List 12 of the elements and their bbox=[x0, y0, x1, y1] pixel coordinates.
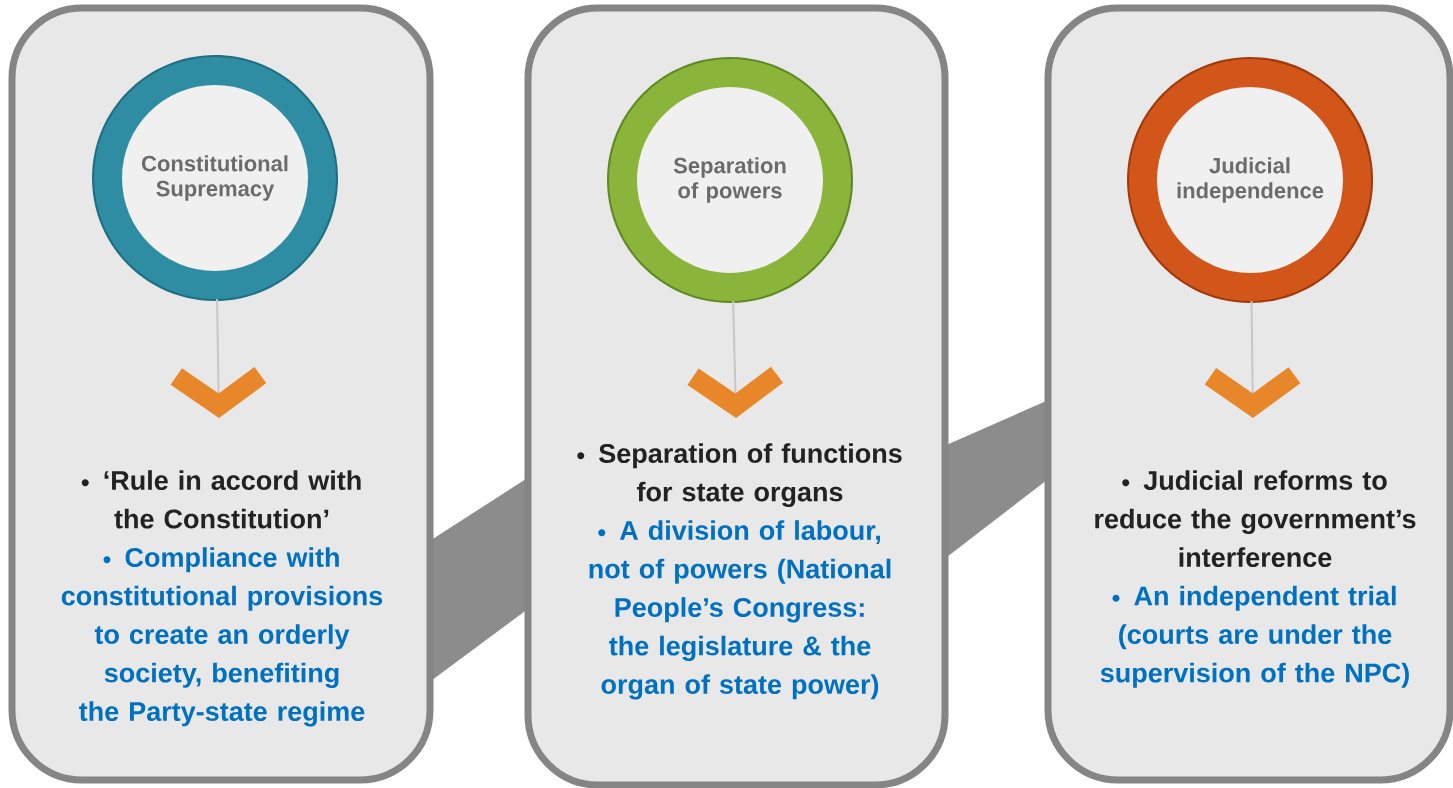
node-label: ‘Rule in accord with the Constitution’ bbox=[104, 470, 361, 529]
node-label: A division of labour, not of powers (National People’s Congress: the legislature & the organ of state power) bbox=[589, 520, 891, 700]
node-label: Judicial reforms to reduce the government’s interference bbox=[1095, 470, 1416, 568]
circle-badge: Constitutional Supremacy bbox=[92, 55, 338, 301]
circle-badge: Judicial independence bbox=[1127, 57, 1373, 303]
node-label: Compliance with constitutional provisions to create an orderly society, benefiting the Party-state regime bbox=[61, 547, 383, 727]
circle-badge: Separation of powers bbox=[607, 57, 853, 303]
bullet-list: Separation of functions for state organs A division of labour, not of powers (National People’s Congress: the legislature & the organ of state power) bbox=[577, 443, 902, 700]
bullet-list: Judicial reforms to reduce the government’s interference An independent trial (courts are under the supervision of the NPC) bbox=[1095, 470, 1416, 688]
node-label: Separation of functions for state organs bbox=[599, 443, 902, 507]
node-label: An independent trial (courts are under the supervision of the NPC) bbox=[1100, 585, 1409, 688]
bullet-list: ‘Rule in accord with the Constitution’ Compliance with constitutional provisions to create an orderly society, benefiting the Party-state regime bbox=[61, 470, 383, 727]
